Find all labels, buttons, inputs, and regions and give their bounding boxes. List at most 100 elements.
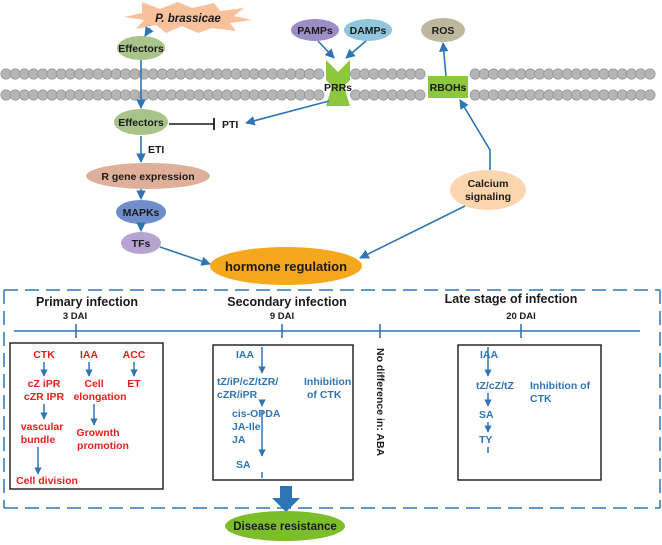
timeline — [14, 324, 640, 338]
membrane-bead-0-33 — [304, 68, 316, 80]
membrane-bead-0-7 — [64, 68, 76, 80]
membrane-bead-1-9 — [83, 89, 95, 101]
membrane-bead-1-54 — [497, 89, 509, 101]
membrane-bead-1-52 — [478, 89, 490, 101]
tfs-label: TFs — [132, 238, 151, 250]
secondary-inhibition-2: of CTK — [307, 389, 342, 401]
primary-ctk: CTK — [33, 349, 55, 361]
late-box — [457, 344, 602, 481]
membrane-bead-0-5 — [46, 68, 58, 80]
membrane-bead-1-18 — [166, 89, 178, 101]
tfs-node — [121, 232, 161, 254]
membrane-bead-0-29 — [267, 68, 279, 80]
membrane-bead-1-33 — [304, 89, 316, 101]
membrane-bead-1-66 — [607, 89, 619, 101]
late-inhibition-2: CTK — [530, 393, 552, 405]
primary-cell-division: Cell division — [16, 475, 78, 487]
secondary-inhibition-1: Inhibition — [304, 376, 351, 388]
secondary-iaa: IAA — [236, 349, 255, 361]
membrane-bead-0-70 — [644, 68, 656, 80]
membrane-bead-0-31 — [285, 68, 297, 80]
primary-vascular: vascular — [21, 421, 64, 433]
membrane-bead-1-16 — [147, 89, 159, 101]
membrane-bead-0-27 — [248, 68, 260, 80]
pamps-node — [291, 19, 339, 41]
membrane-bead-0-14 — [129, 68, 141, 80]
membrane-bead-1-22 — [202, 89, 214, 101]
membrane-bead-0-64 — [589, 68, 601, 80]
secondary-infection-title: Secondary infection — [227, 295, 346, 309]
arrow-rbohs-to-ros — [439, 42, 449, 77]
disease-resistance-node — [225, 511, 345, 541]
membrane-bead-1-13 — [120, 89, 132, 101]
membrane-bead-1-5 — [46, 89, 58, 101]
membrane-bead-0-41 — [377, 68, 389, 80]
membrane-bead-0-66 — [607, 68, 619, 80]
membrane-bead-0-62 — [570, 68, 582, 80]
late-infection-title: Late stage of infection — [445, 292, 578, 306]
membrane-bead-0-28 — [258, 68, 270, 80]
membrane-bead-0-40 — [368, 68, 380, 80]
mapks-node — [116, 200, 166, 224]
membrane-bead-1-41 — [377, 89, 389, 101]
membrane-bead-0-43 — [396, 68, 408, 80]
membrane-bead-1-45 — [414, 89, 426, 101]
secondary-ja: JA — [232, 434, 246, 446]
eti-label: ETI — [148, 144, 164, 156]
membrane-bead-1-60 — [552, 89, 564, 101]
membrane-bead-0-13 — [120, 68, 132, 80]
late-sa: SA — [479, 409, 494, 421]
primary-iaa: IAA — [80, 349, 99, 361]
membrane-bead-0-54 — [497, 68, 509, 80]
primary-dai: 3 DAI — [63, 311, 87, 322]
membrane-bead-1-39 — [359, 89, 371, 101]
membrane-bead-1-56 — [515, 89, 527, 101]
membrane-bead-0-32 — [294, 68, 306, 80]
membrane-bead-1-26 — [239, 89, 251, 101]
membrane-bead-0-19 — [175, 68, 187, 80]
membrane-bead-0-44 — [405, 68, 417, 80]
arrow-pamps-to-prrs — [317, 40, 335, 59]
membrane-bead-1-27 — [248, 89, 260, 101]
membrane-bead-0-57 — [524, 68, 536, 80]
membrane-bead-0-45 — [414, 68, 426, 80]
secondary-dai: 9 DAI — [270, 311, 294, 322]
membrane-bead-0-69 — [635, 68, 647, 80]
membrane-bead-0-26 — [239, 68, 251, 80]
rbohs-box — [428, 76, 468, 98]
membrane-bead-0-21 — [193, 68, 205, 80]
secondary-ck-1: tZ/iP/cZ/tZR/ — [217, 376, 278, 388]
membrane-bead-1-3 — [28, 89, 40, 101]
membrane-bead-0-65 — [598, 68, 610, 80]
membrane-bead-1-7 — [64, 89, 76, 101]
arrow-calcium-to-rbohs — [459, 99, 491, 170]
membrane-bead-0-9 — [83, 68, 95, 80]
arrow-calcium-to-hormone — [359, 205, 466, 259]
secondary-box — [212, 344, 354, 481]
membrane-bead-0-10 — [92, 68, 104, 80]
membrane-bead-0-59 — [543, 68, 555, 80]
primary-acc: ACC — [123, 349, 146, 361]
membrane-bead-1-2 — [18, 89, 30, 101]
membrane-bead-1-55 — [506, 89, 518, 101]
pamps-label: PAMPs — [297, 25, 333, 37]
membrane-bead-0-23 — [212, 68, 224, 80]
membrane-bead-1-51 — [469, 89, 481, 101]
membrane-bead-0-25 — [230, 68, 242, 80]
membrane-bead-0-38 — [350, 68, 362, 80]
primary-et: ET — [127, 378, 141, 390]
membrane-bead-0-18 — [166, 68, 178, 80]
membrane-bead-0-67 — [616, 68, 628, 80]
membrane-bead-1-11 — [101, 89, 113, 101]
r-gene-label: R gene expression — [101, 171, 194, 183]
effectors-inner-node — [114, 109, 168, 135]
rbohs-label: RBOHs — [430, 82, 467, 94]
stages-frame — [3, 289, 661, 509]
membrane-bead-0-11 — [101, 68, 113, 80]
membrane-bead-0-39 — [359, 68, 371, 80]
primary-cell: Cell — [84, 378, 103, 390]
membrane-bead-1-63 — [580, 89, 592, 101]
primary-elongation: elongation — [73, 391, 126, 403]
membrane-bead-1-20 — [184, 89, 196, 101]
